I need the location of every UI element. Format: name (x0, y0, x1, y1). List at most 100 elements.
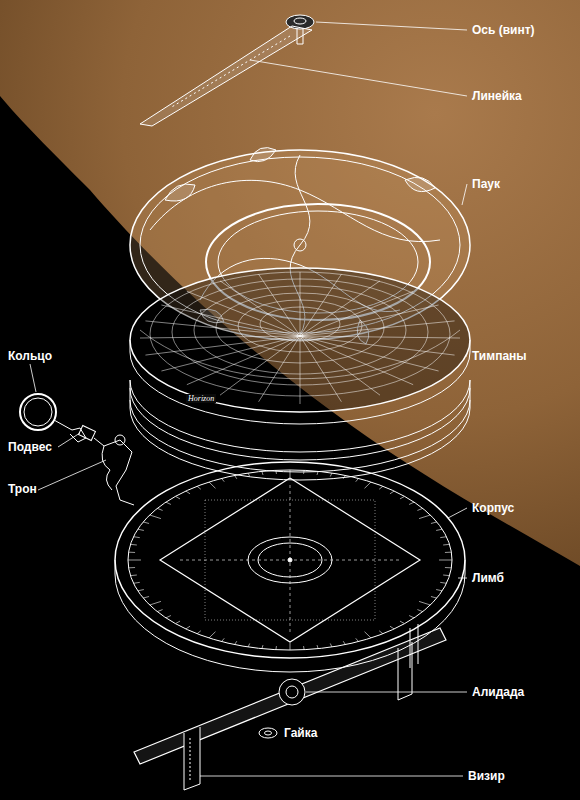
limb-tick (443, 575, 449, 577)
limb-tick (303, 646, 305, 650)
azimuth-line (300, 272, 301, 336)
limb-tick (143, 522, 149, 524)
axis-label: Ось (винт) (472, 23, 535, 37)
azimuth-line (259, 274, 300, 336)
limb-tick (197, 486, 201, 489)
azimuth-line (161, 336, 300, 371)
limb-tick (290, 470, 291, 477)
limb-tick (431, 522, 437, 524)
limb-tick (138, 590, 144, 591)
limb-tick (275, 470, 277, 474)
limb-tick (400, 496, 405, 499)
limb-tick (175, 496, 180, 499)
azimuth-line (300, 336, 380, 395)
azimuth-line (300, 291, 413, 336)
azimuth-line (145, 336, 300, 355)
limb-tick (157, 508, 162, 510)
limb-tick (166, 502, 171, 504)
part-label: Корпус (472, 501, 514, 515)
azimuth-line (300, 336, 301, 404)
tympans (130, 268, 470, 480)
limb-tick (419, 515, 430, 519)
azimuth-line (300, 336, 413, 385)
leader-lines (30, 22, 467, 776)
azimuth-line (220, 281, 300, 336)
limb-tick (134, 536, 140, 538)
limb-tick (440, 582, 446, 584)
horizon-line (140, 330, 460, 379)
limb-tick (175, 621, 180, 624)
limb-tick (186, 491, 190, 494)
limb-tick (343, 475, 345, 478)
limb-tick (330, 643, 332, 646)
azimuth-line (300, 336, 341, 402)
limb-tick (317, 645, 318, 649)
plate-inscription: Horizon (186, 394, 216, 403)
limb-tick (419, 601, 430, 605)
part-label: Паук (472, 177, 500, 191)
limb-tick (235, 641, 237, 644)
azimuth-line (300, 336, 460, 338)
limb-tick (390, 491, 394, 494)
part-label: Подвес (8, 440, 52, 454)
limb-tick (222, 478, 225, 481)
azimuth-line (300, 274, 341, 336)
limb-tick (356, 478, 359, 481)
limb-tick (443, 544, 449, 546)
part-label: Гайка (284, 726, 317, 740)
azimuth-line (259, 336, 300, 402)
limb-tick (365, 632, 371, 638)
limb-tick (209, 632, 215, 638)
part-label: Лимб (472, 571, 504, 585)
azimuth-line (140, 336, 300, 338)
azimuth-line (300, 336, 455, 355)
limb-tick (303, 470, 305, 474)
limb-tick (445, 552, 451, 553)
limb-tick (417, 508, 422, 510)
limb-tick (379, 486, 383, 489)
azimuth-line (145, 321, 300, 336)
limb-tick (222, 638, 225, 641)
limb-tick (197, 631, 201, 634)
limb-tick (436, 590, 442, 591)
limb-tick (431, 597, 437, 599)
limb-tick (317, 471, 318, 475)
part-label: Кольцо (8, 349, 52, 363)
part-label: Линейка (472, 89, 522, 103)
limb-tick (445, 567, 451, 568)
azimuth-line (187, 291, 300, 336)
limb-tick (134, 582, 140, 584)
limb-tick (290, 643, 291, 650)
limb-tick (356, 638, 359, 641)
part-label: Визир (468, 769, 505, 783)
limb-tick (417, 610, 422, 612)
limb-tick (150, 601, 161, 605)
limb-tick (130, 544, 136, 546)
limb-tick (138, 529, 144, 530)
line-drawing (20, 15, 470, 790)
azimuth-line (161, 305, 300, 336)
limb-tick (248, 473, 250, 476)
azimuth-line (300, 305, 439, 336)
part-label: Алидада (472, 685, 524, 699)
limb-tick (209, 482, 215, 488)
azimuth-line (300, 281, 380, 336)
limb-tick (409, 616, 414, 618)
limb-tick (143, 597, 149, 599)
limb-tick (157, 610, 162, 612)
limb-tick (166, 616, 171, 618)
limb-tick (235, 475, 237, 478)
limb-tick (128, 560, 141, 561)
limb-tick (150, 515, 161, 519)
part-label: Трон (8, 482, 37, 496)
center-hole (297, 333, 303, 339)
limb-tick (248, 643, 250, 646)
limb-tick (400, 621, 405, 624)
limb-tick (379, 631, 383, 634)
ruler (140, 26, 312, 126)
limb-tick (129, 552, 135, 553)
ruler-scale (170, 36, 290, 108)
part-label: Тимпаны (472, 349, 527, 363)
